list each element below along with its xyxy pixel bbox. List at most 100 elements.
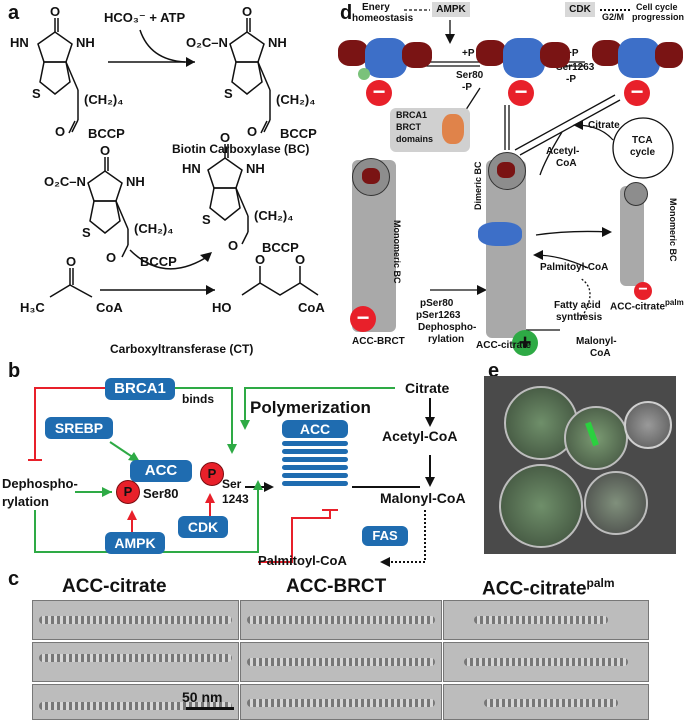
ampk-box: AMPK bbox=[105, 532, 165, 554]
ct-right-s: S bbox=[202, 212, 211, 227]
em-image bbox=[443, 600, 649, 640]
ct-domain bbox=[503, 38, 545, 78]
active-plus: + bbox=[512, 330, 538, 356]
ser1243-label-b: 1243 bbox=[222, 492, 249, 506]
panel-b-label: b bbox=[8, 360, 21, 382]
bc-domain bbox=[540, 42, 570, 68]
inactive-minus-3: − bbox=[624, 80, 650, 106]
acetyl-o: O bbox=[66, 254, 77, 269]
tca-b: cycle bbox=[630, 147, 656, 158]
acetyl-coa: CoA bbox=[96, 300, 123, 315]
brca1-brct-label-a: BRCA1 bbox=[396, 110, 428, 120]
fatty-a: Fatty acid bbox=[554, 300, 601, 311]
malonylcoa-label: Malonyl-CoA bbox=[380, 490, 466, 506]
bc-reagents: HCO₃⁻ + ATP bbox=[104, 10, 186, 25]
ct-left-s: S bbox=[82, 225, 91, 240]
ct-right-hn: HN bbox=[182, 161, 201, 176]
acc-box: ACC bbox=[130, 460, 192, 482]
brca1-brct-label-b: BRCT bbox=[396, 122, 421, 132]
bc-zoom-circle bbox=[624, 182, 648, 206]
palmitoylcoa-label: Palmitoyl-CoA bbox=[258, 553, 347, 568]
minusP-cdk: -P bbox=[566, 74, 576, 85]
bc-domain bbox=[362, 168, 380, 184]
ct-left-ch2: (CH₂)₄ bbox=[134, 221, 174, 236]
panel-a-structures bbox=[37, 18, 319, 298]
dephospho-d-b: rylation bbox=[428, 334, 465, 345]
em-image bbox=[32, 642, 239, 682]
brct-domain bbox=[442, 114, 464, 144]
bc-right-o2cn: O₂C–N bbox=[186, 35, 228, 50]
monomeric-bc-label: Monomeric BC bbox=[392, 220, 402, 284]
ct-domain bbox=[365, 38, 407, 78]
ct-domain bbox=[618, 38, 660, 78]
ct-domain bbox=[478, 222, 522, 246]
brca1-brct-label-c: domains bbox=[396, 134, 434, 144]
plusP-ampk: +P bbox=[462, 48, 475, 59]
ser1263-d: Ser1263 bbox=[556, 62, 595, 73]
srebp-box: SREBP bbox=[45, 417, 113, 439]
scale-bar bbox=[186, 707, 234, 710]
malonyl-coa: CoA bbox=[298, 300, 325, 315]
acetyl-h3c: H₃C bbox=[20, 300, 45, 315]
ct-right-o: O bbox=[220, 130, 231, 145]
acc-stack-top: ACC bbox=[282, 420, 348, 438]
ct-title: Carboxyltransferase (CT) bbox=[110, 342, 254, 356]
panel-d-label: d bbox=[340, 2, 353, 24]
tca-a: TCA bbox=[632, 135, 653, 146]
ct-right-ch2: (CH₂)₄ bbox=[254, 208, 294, 223]
bc-domain bbox=[338, 40, 368, 66]
ct-left-o: O bbox=[100, 143, 111, 158]
ct-left-bccp: BCCP bbox=[140, 254, 177, 269]
bc-left-s: S bbox=[32, 86, 41, 101]
ct-right-bccp: BCCP bbox=[262, 240, 299, 255]
acc-stack-layer bbox=[282, 449, 348, 454]
acc-citrate-palm-label: ACC-citratepalm bbox=[610, 298, 684, 313]
phospho-ser1243: P bbox=[200, 462, 224, 486]
bc-left-o2: O bbox=[55, 124, 66, 139]
inactive-minus-2: − bbox=[508, 80, 534, 106]
energy-label-a: Enery bbox=[362, 2, 390, 13]
bc-title: Biotin Carboxylase (BC) bbox=[172, 142, 310, 156]
pser80-d: pSer80 bbox=[420, 298, 454, 309]
dephospho-d-a: Dephospho- bbox=[418, 322, 477, 333]
acc-stack-layer bbox=[282, 481, 348, 486]
acc-brct-label: ACC-BRCT bbox=[352, 336, 405, 347]
malonyl-d-b: CoA bbox=[590, 348, 611, 359]
acc-stack-layer bbox=[282, 457, 348, 462]
bc-left-bccp: BCCP bbox=[88, 126, 125, 141]
ser80-label: Ser80 bbox=[143, 486, 179, 501]
acetyl-d-a: Acetyl- bbox=[546, 146, 580, 157]
panel-a-label: a bbox=[8, 2, 20, 24]
acc-stack-layer bbox=[282, 465, 348, 470]
energy-label-b: homeostasis bbox=[352, 13, 414, 24]
palm-inactive-minus: − bbox=[634, 282, 652, 300]
bc-zoom-circle bbox=[488, 152, 526, 190]
phospho-ser80: P bbox=[116, 480, 140, 504]
cellcycle-label-a: Cell cycle bbox=[636, 2, 678, 12]
ser1243-label-a: Ser bbox=[222, 477, 242, 491]
acc-citrate-label: ACC-citrate bbox=[476, 340, 532, 351]
brct-inactive-minus: − bbox=[350, 306, 376, 332]
bccp-domain bbox=[358, 68, 370, 80]
em-image bbox=[240, 684, 442, 720]
em-image bbox=[240, 642, 442, 682]
col-acc-citrate: ACC-citrate bbox=[62, 576, 167, 597]
plusP-cdk: +P bbox=[566, 48, 579, 59]
ct-left-nh: NH bbox=[126, 174, 145, 189]
cdk-box: CDK bbox=[178, 516, 228, 538]
bc-right-ch2: (CH₂)₄ bbox=[276, 92, 316, 107]
palmitoyl-d: Palmitoyl-CoA bbox=[540, 262, 609, 273]
bc-domain bbox=[497, 162, 515, 178]
em-image bbox=[443, 684, 649, 720]
brca1-brct-box: BRCA1 BRCT domains bbox=[390, 108, 470, 152]
col-acc-citrate-palm: ACC-citratepalm bbox=[482, 576, 615, 600]
panel-e-label: e bbox=[488, 360, 500, 382]
ct-right-o2: O bbox=[228, 238, 239, 253]
fatty-b: synthesis bbox=[556, 312, 603, 323]
bc-left-o: O bbox=[50, 4, 61, 19]
ser80-d: Ser80 bbox=[456, 70, 484, 81]
inactive-minus-1: − bbox=[366, 80, 392, 106]
ct-right-nh: NH bbox=[246, 161, 265, 176]
cellcycle-label-b: progression bbox=[632, 12, 685, 22]
citrate-d: Citrate bbox=[588, 120, 620, 131]
